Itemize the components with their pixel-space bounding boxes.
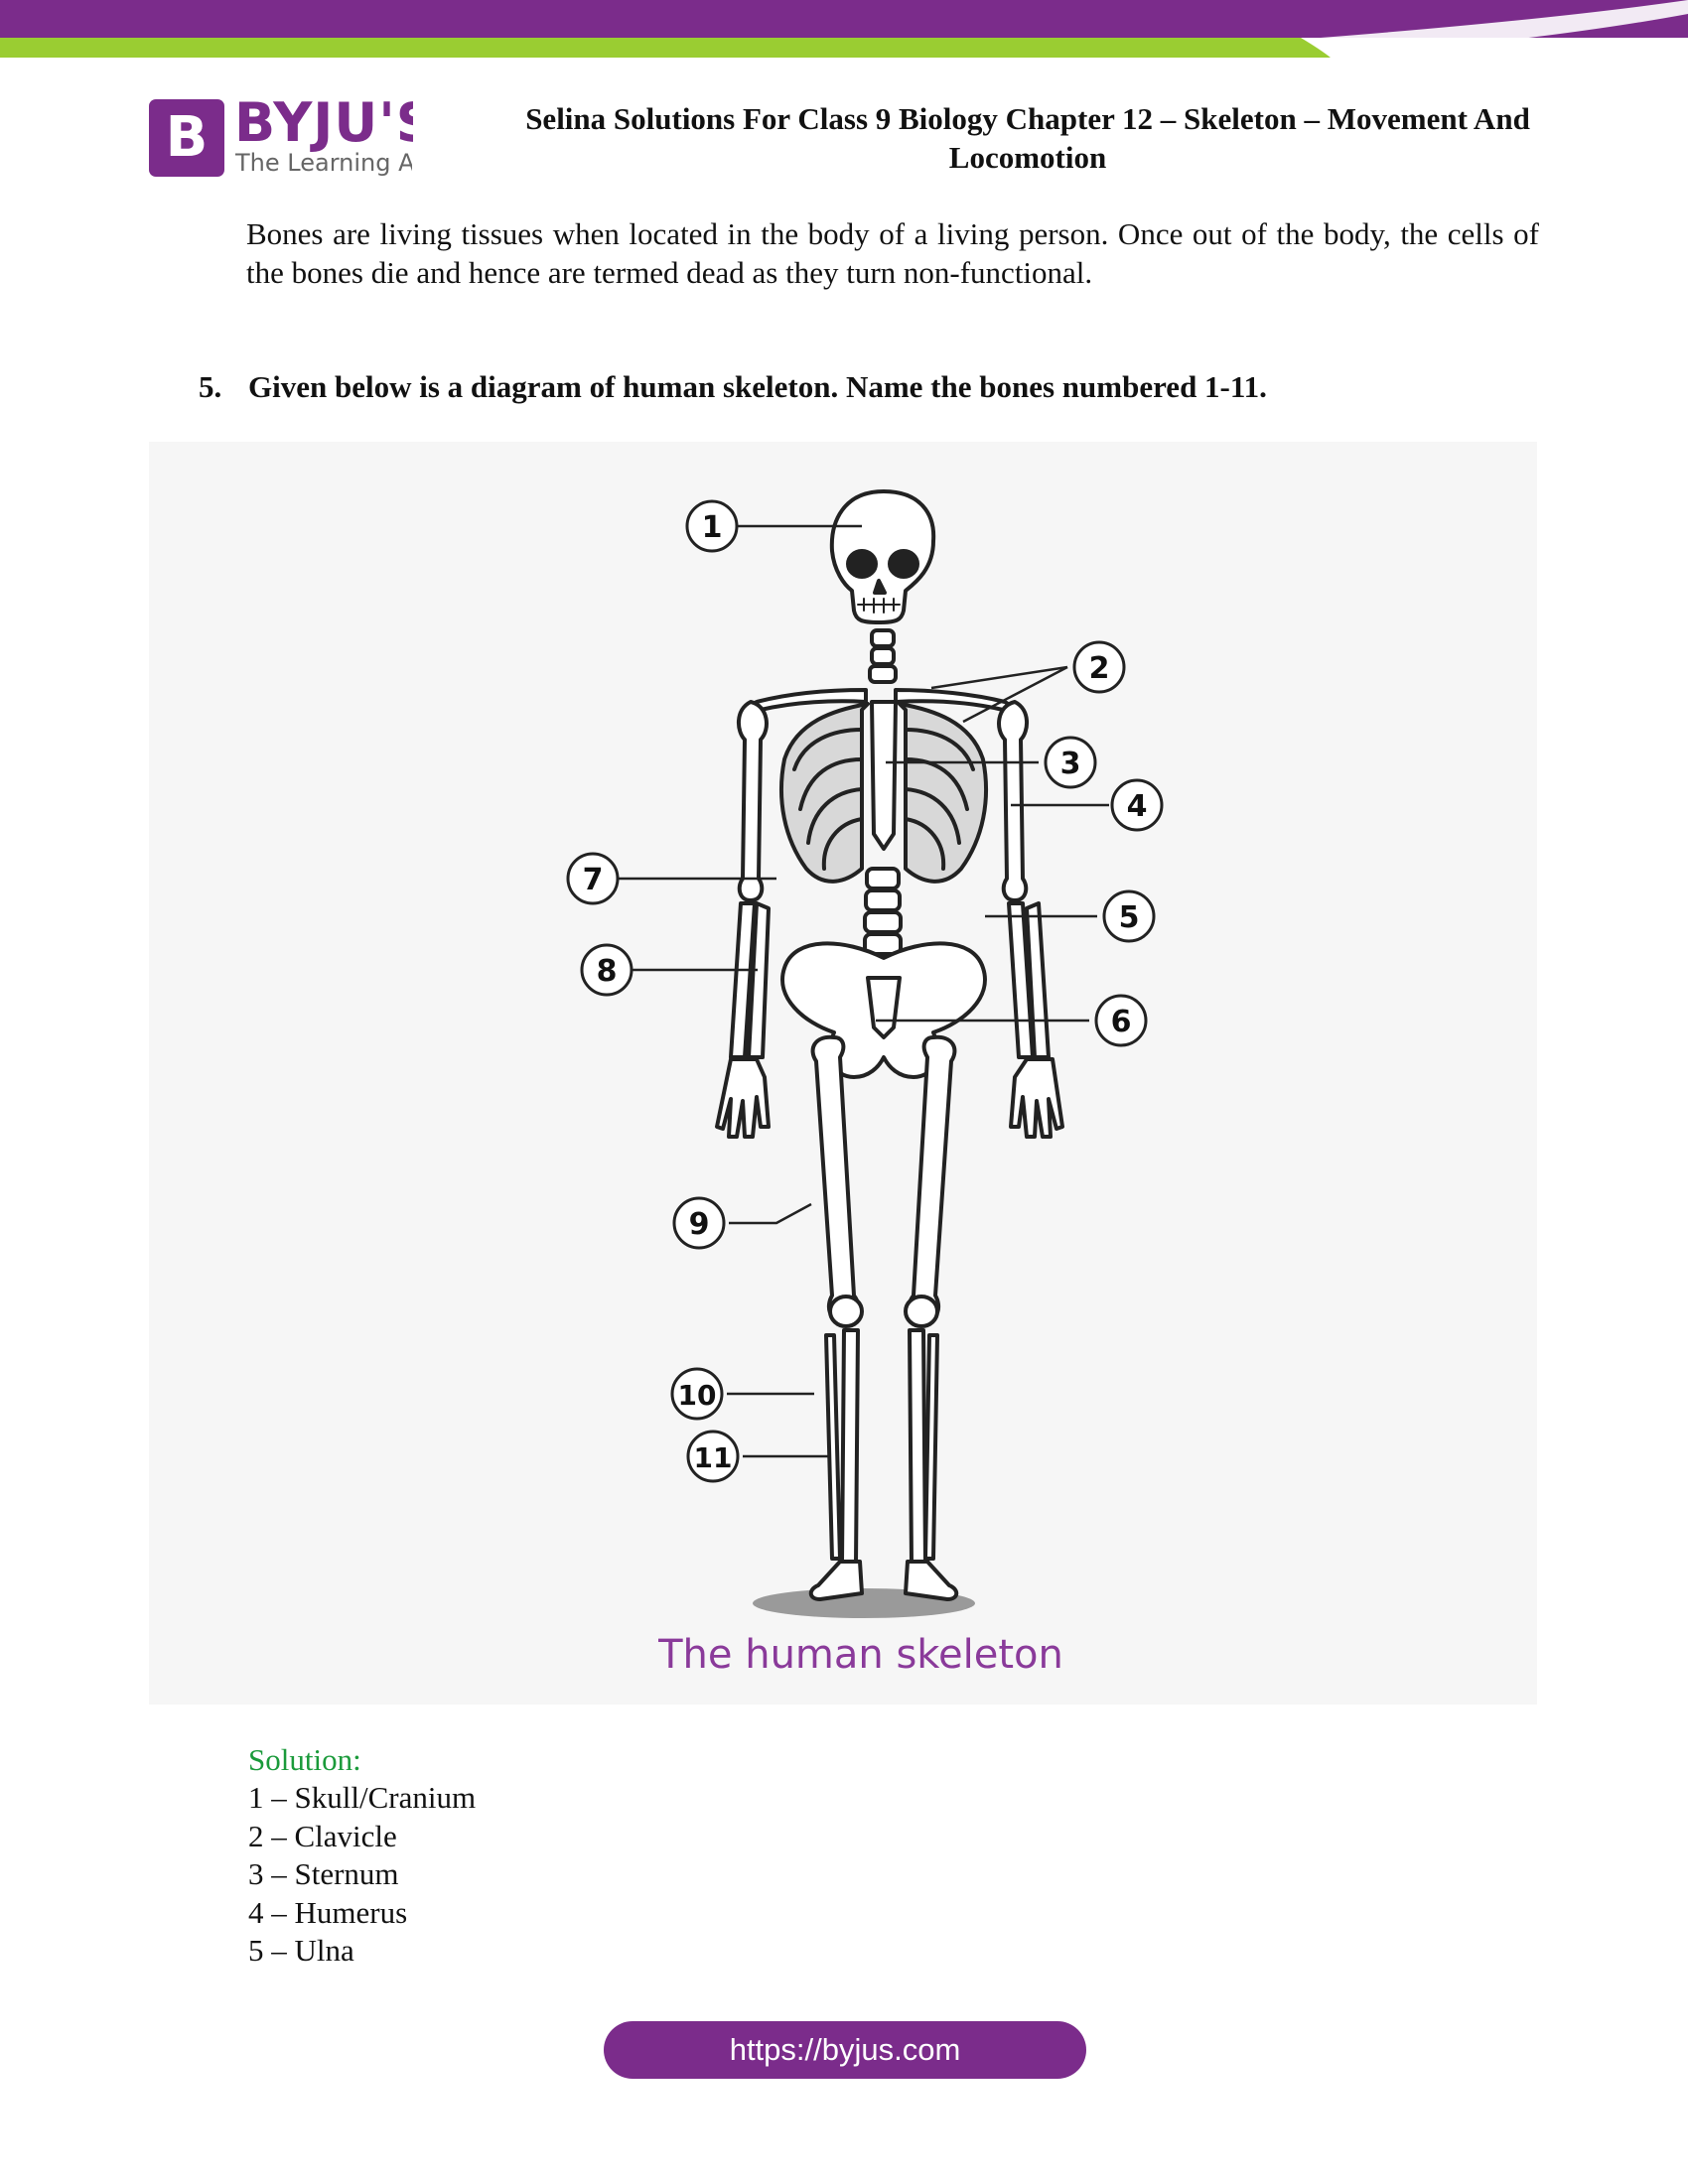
logo-letter: B [165,105,209,170]
answer-2: 2 – Clavicle [248,1818,397,1853]
rib-cage [778,702,989,884]
label-2: 2 [1089,651,1110,686]
logo-tagline: The Learning App [235,149,412,177]
logo-wordmark: BYJU'S [234,91,413,154]
femur-left [810,1034,861,1323]
solution-title: Solution: [248,1742,361,1777]
skull [829,489,936,624]
header-decorative-band [0,0,1688,58]
document-title: Selina Solutions For Class 9 Biology Cha… [467,99,1589,177]
humerus-right [997,700,1029,902]
foot-left [808,1560,864,1601]
logo-badge [149,99,224,177]
hand-left [715,1057,771,1139]
label-5: 5 [1119,900,1140,935]
tibia-right [908,1328,927,1566]
label-1: 1 [702,510,723,545]
hand-right [1009,1057,1064,1139]
label-10: 10 [678,1379,717,1412]
footer-url-link[interactable]: https://byjus.com [604,2021,1086,2079]
label-9: 9 [689,1207,710,1242]
forearm-right [1007,901,1051,1059]
figure-caption: The human skeleton [657,1632,1063,1678]
fibula-right [923,1333,939,1561]
label-11: 11 [694,1441,733,1474]
tibia-left [840,1328,860,1566]
label-7: 7 [583,863,604,897]
document-title-line-2: Locomotion [948,140,1107,175]
leader-2b [962,665,1068,724]
sternum [870,700,898,851]
answer-1: 1 – Skull/Cranium [248,1780,477,1815]
leader-9 [729,1202,812,1225]
answer-5: 5 – Ulna [248,1933,354,1968]
solution-answers: 1 – Skull/Cranium 2 – Clavicle 3 – Stern… [248,1779,476,1971]
question-text: Given below is a diagram of human skelet… [248,369,1267,404]
foot-right [904,1560,959,1601]
patella-right [904,1295,939,1328]
answer-3: 3 – Sternum [248,1856,399,1891]
patella-left [828,1295,864,1328]
forearm-left [729,901,771,1059]
label-8: 8 [597,954,618,989]
question-5: 5. Given below is a diagram of human skel… [199,367,1267,406]
byjus-logo: B BYJU'S The Learning App [149,91,413,179]
label-6: 6 [1111,1005,1132,1039]
question-number: 5. [199,369,222,404]
intro-paragraph: Bones are living tissues when located in… [246,216,1539,290]
answer-4: 4 – Humerus [248,1894,408,1930]
humerus-left [737,700,769,902]
label-4: 4 [1127,789,1148,824]
leader-2a [930,665,1068,690]
fibula-left [824,1333,842,1561]
document-title-line-1: Selina Solutions For Class 9 Biology Cha… [525,101,1530,136]
skeleton-diagram: 1 2 3 4 5 6 7 8 9 10 11 The human skelet… [566,489,1164,1678]
label-3: 3 [1060,747,1081,781]
femur-right [907,1034,957,1323]
sacrum [866,976,902,1039]
skeleton-figure: 1 2 3 4 5 6 7 8 9 10 11 The human skelet… [149,442,1537,1705]
